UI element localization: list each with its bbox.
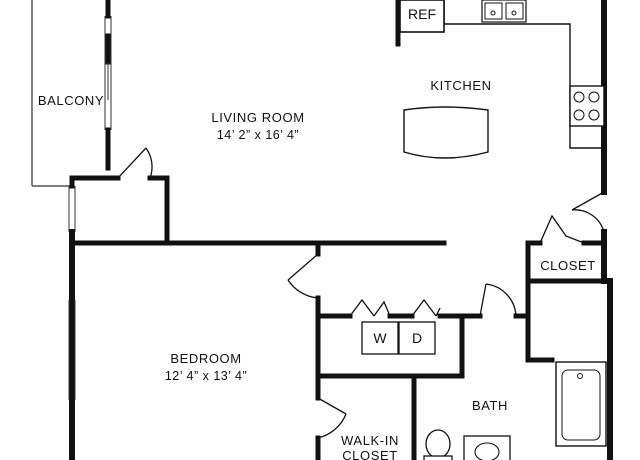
walk-in-closet-label-line2: CLOSET: [342, 448, 398, 460]
bath-label: BATH: [472, 398, 508, 413]
bedroom-dimensions: 12’ 4” x 13’ 4”: [165, 369, 247, 383]
kitchen-label: KITCHEN: [430, 78, 491, 93]
room-labels: BALCONY LIVING ROOM 14’ 2” x 16’ 4” KITC…: [38, 6, 596, 460]
walls: [69, 0, 613, 460]
windows: [68, 16, 112, 400]
washer: [361, 321, 399, 355]
balcony-label: BALCONY: [38, 93, 104, 108]
bath-fixtures: [423, 361, 607, 460]
kitchen-island: [403, 106, 489, 159]
bathtub: [555, 361, 607, 447]
dryer: [398, 321, 436, 355]
doors: [117, 147, 605, 439]
dryer-label: D: [412, 330, 422, 346]
balcony-area: [31, 0, 72, 187]
range-stove: [569, 85, 605, 127]
bedroom-label: BEDROOM: [170, 351, 241, 366]
laundry: [361, 321, 436, 355]
walk-in-closet-label-line1: WALK-IN: [341, 433, 399, 448]
washer-label: W: [373, 330, 387, 346]
refrigerator-label: REF: [408, 6, 436, 22]
kitchen-sink: [481, 0, 527, 23]
toilet: [425, 429, 451, 459]
closet-label: CLOSET: [540, 258, 596, 273]
living-room-dimensions: 14’ 2” x 16’ 4”: [217, 128, 299, 142]
refrigerator: [399, 0, 445, 33]
kitchen-fixtures: [399, 0, 605, 159]
vanity: [463, 435, 511, 460]
living-room-label: LIVING ROOM: [211, 110, 304, 125]
